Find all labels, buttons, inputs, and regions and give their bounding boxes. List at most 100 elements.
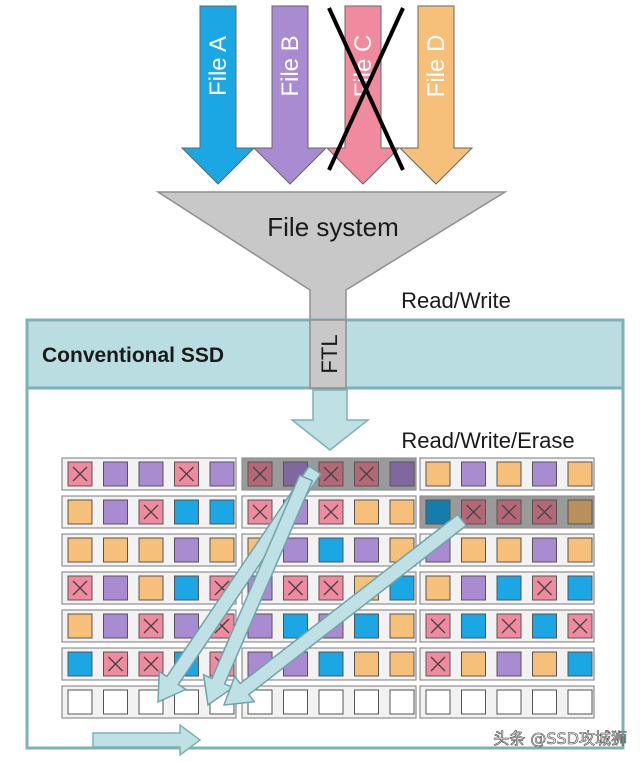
invalid-mark xyxy=(501,504,517,520)
valid-page xyxy=(496,461,522,487)
valid-page xyxy=(389,651,415,677)
move-arrow xyxy=(222,513,468,706)
invalid-mark xyxy=(143,656,159,672)
valid-page xyxy=(354,499,379,525)
valid-page xyxy=(318,651,344,677)
file-label: File A xyxy=(205,36,232,96)
invalid-mark xyxy=(323,466,339,482)
invalid-mark xyxy=(72,580,88,596)
file-arrow-shape xyxy=(180,5,256,185)
valid-page xyxy=(103,499,128,525)
valid-page xyxy=(532,461,557,487)
valid-page xyxy=(103,461,128,487)
valid-page xyxy=(67,651,93,677)
valid-page xyxy=(461,613,486,639)
valid-page xyxy=(283,537,308,563)
valid-page xyxy=(532,613,557,639)
valid-page xyxy=(425,461,451,487)
valid-page xyxy=(209,537,235,563)
free-page xyxy=(532,689,557,715)
file-system-label: File system xyxy=(267,212,398,242)
invalid-mark xyxy=(572,618,588,634)
free-page xyxy=(425,689,451,715)
invalid-mark xyxy=(108,656,123,672)
valid-page xyxy=(461,537,486,563)
valid-page xyxy=(209,461,235,487)
read-write-label: Read/Write xyxy=(401,288,511,313)
invalid-mark xyxy=(214,580,230,596)
invalid-mark xyxy=(214,618,230,634)
free-page xyxy=(67,689,93,715)
valid-page xyxy=(354,537,379,563)
valid-page xyxy=(532,651,557,677)
ftl-down-arrow xyxy=(289,389,371,451)
nand-block-0 xyxy=(61,457,237,719)
valid-page xyxy=(389,499,415,525)
valid-page xyxy=(567,575,593,601)
free-page xyxy=(354,689,379,715)
file-arrow-shape xyxy=(252,5,328,185)
invalid-mark xyxy=(430,656,446,672)
invalid-mark xyxy=(430,618,446,634)
valid-page xyxy=(138,461,164,487)
valid-page xyxy=(496,575,522,601)
invalid-mark xyxy=(252,504,268,520)
invalid-mark xyxy=(359,466,374,482)
valid-page xyxy=(209,499,235,525)
file-arrows: File A File B File C File D xyxy=(180,5,474,185)
nand-grid xyxy=(61,457,595,719)
invalid-mark xyxy=(143,618,159,634)
invalid-mark xyxy=(179,466,194,482)
watermark: 头条 @SSD攻城狮 xyxy=(493,729,627,748)
valid-page xyxy=(174,613,199,639)
valid-page xyxy=(174,575,199,601)
valid-page xyxy=(461,575,486,601)
valid-page xyxy=(567,499,593,525)
free-page xyxy=(567,689,593,715)
free-page xyxy=(174,689,199,715)
valid-page xyxy=(174,537,199,563)
ftl-label: FTL xyxy=(317,334,342,373)
valid-page xyxy=(567,537,593,563)
valid-page xyxy=(103,575,128,601)
page-move-arrows xyxy=(157,465,468,707)
delete-cross-line xyxy=(327,7,405,171)
move-arrow xyxy=(202,474,314,707)
ftl-stem xyxy=(309,319,347,389)
invalid-mark xyxy=(466,504,481,520)
valid-page xyxy=(461,651,486,677)
valid-page xyxy=(496,651,522,677)
free-page xyxy=(461,689,486,715)
valid-page xyxy=(67,613,93,639)
valid-page xyxy=(532,537,557,563)
invalid-page xyxy=(67,461,93,487)
file-label: File B xyxy=(277,35,304,96)
file-arrow-1: File B xyxy=(252,5,328,185)
nand-block-2 xyxy=(419,457,595,719)
invalid-mark xyxy=(537,504,552,520)
invalid-mark xyxy=(323,504,339,520)
ssd-label: Conventional SSD xyxy=(42,344,224,367)
free-page xyxy=(318,689,344,715)
valid-page xyxy=(103,613,128,639)
free-page xyxy=(389,689,415,715)
file-arrow-2: File C xyxy=(325,5,405,185)
valid-page xyxy=(103,537,128,563)
valid-page xyxy=(67,537,93,563)
valid-page xyxy=(354,651,379,677)
valid-page xyxy=(425,575,451,601)
free-page xyxy=(103,689,128,715)
valid-page xyxy=(567,461,593,487)
invalid-mark xyxy=(537,580,552,596)
valid-page xyxy=(354,613,379,639)
valid-page xyxy=(138,537,164,563)
file-arrow-0: File A xyxy=(180,5,256,185)
invalid-mark xyxy=(72,466,88,482)
file-label: File D xyxy=(423,35,450,98)
free-page xyxy=(283,689,308,715)
valid-page xyxy=(496,537,522,563)
invalid-mark xyxy=(252,466,268,482)
valid-page xyxy=(138,575,164,601)
valid-page xyxy=(425,499,451,525)
valid-page xyxy=(389,461,415,487)
